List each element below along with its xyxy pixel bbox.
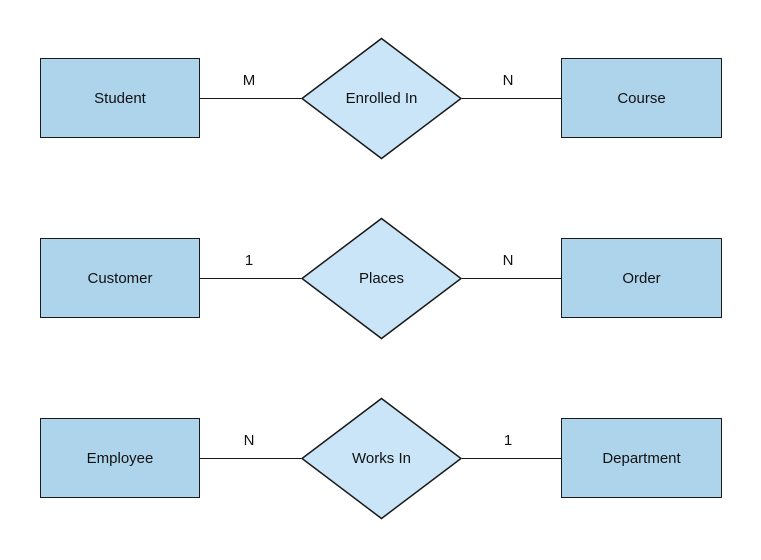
entity-order: Order (561, 238, 722, 318)
connector-line-right (462, 457, 562, 459)
connector-line-left (200, 97, 301, 99)
er-row-employee-department: Employee N Works In 1 Department (0, 397, 761, 520)
connector-line-right (462, 277, 562, 279)
entity-employee: Employee (40, 418, 200, 498)
entity-course: Course (561, 58, 722, 138)
entity-department: Department (561, 418, 722, 498)
cardinality-label-left: M (242, 72, 256, 89)
entity-label: Employee (86, 449, 154, 467)
entity-label: Course (617, 89, 666, 107)
cardinality-label-left: 1 (244, 252, 254, 269)
er-row-student-course: Student M Enrolled In N Course (0, 37, 761, 160)
entity-student: Student (40, 58, 200, 138)
entity-label: Student (94, 89, 146, 107)
connector-line-right (462, 97, 562, 99)
er-row-customer-order: Customer 1 Places N Order (0, 217, 761, 340)
cardinality-label-right: 1 (503, 432, 513, 449)
entity-label: Customer (87, 269, 153, 287)
cardinality-label-right: N (502, 252, 514, 269)
connector-line-left (200, 457, 301, 459)
entity-label: Department (602, 449, 681, 467)
relationship-diamond-icon (300, 37, 463, 160)
entity-customer: Customer (40, 238, 200, 318)
cardinality-label-left: N (243, 432, 255, 449)
relationship-diamond-icon (300, 397, 463, 520)
cardinality-label-right: N (502, 72, 514, 89)
entity-label: Order (622, 269, 661, 287)
connector-line-left (200, 277, 301, 279)
relationship-diamond-icon (300, 217, 463, 340)
